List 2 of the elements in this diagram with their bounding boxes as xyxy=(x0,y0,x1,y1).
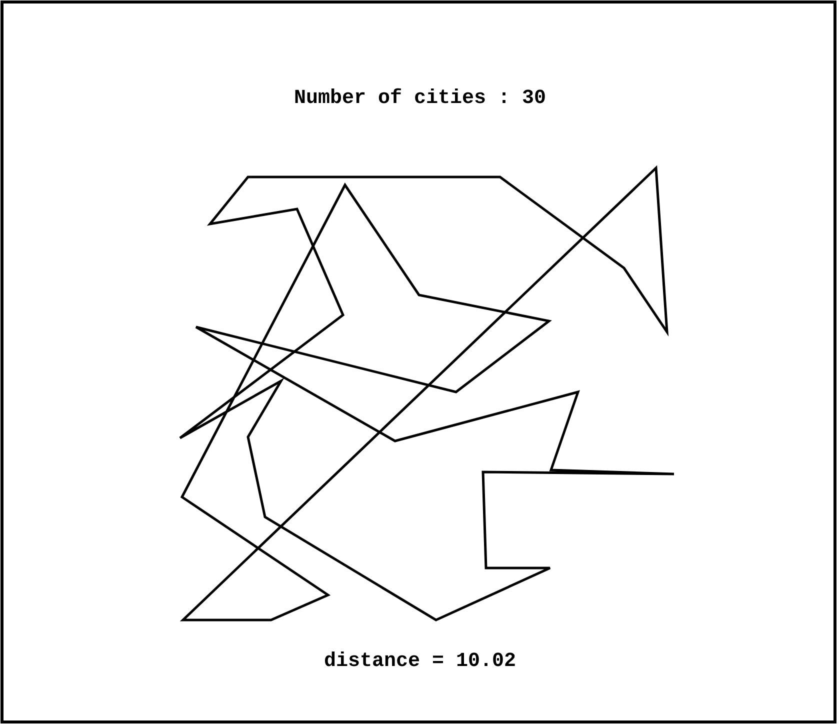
title: Number of cities : 30 xyxy=(294,87,546,110)
distance-label: distance = 10.02 xyxy=(324,650,516,673)
